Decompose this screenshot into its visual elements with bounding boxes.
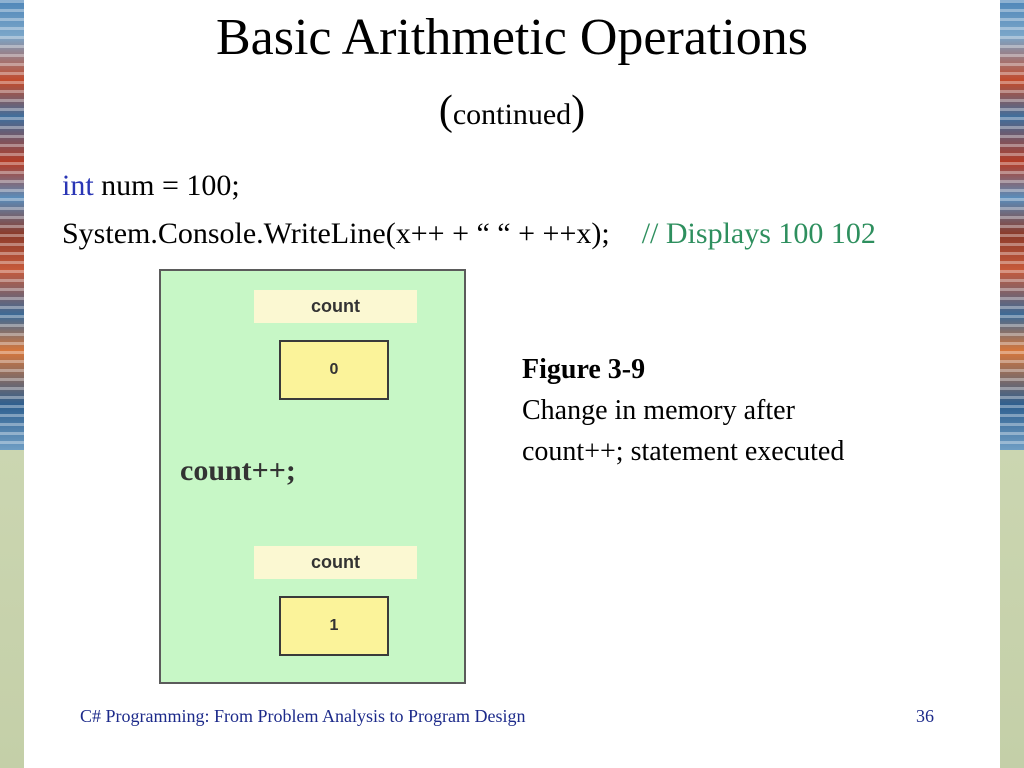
figure-number: Figure 3-9	[522, 354, 646, 385]
figure-bottom-value-box: 1	[279, 596, 389, 656]
decorative-right-strip	[1000, 0, 1024, 768]
slide-title: Basic Arithmetic Operations	[215, 9, 809, 66]
subtitle-open-paren: (	[438, 88, 453, 134]
decorative-left-strip-image	[0, 0, 24, 450]
subtitle-close-paren: )	[571, 88, 586, 134]
subtitle-text: continued	[452, 98, 572, 131]
decorative-left-strip-lower	[0, 450, 24, 768]
figure-caption: Figure 3-9 Change in memory after count+…	[522, 349, 844, 472]
code-line-1: int num = 100;	[62, 168, 240, 204]
decorative-left-strip	[0, 0, 24, 768]
figure-top-label: count	[254, 290, 417, 323]
figure-top-value-box: 0	[279, 340, 389, 400]
figure-statement: count++;	[180, 454, 296, 487]
decorative-right-strip-image	[1000, 0, 1024, 450]
decorative-right-strip-lower	[1000, 450, 1024, 768]
code-line-2-statement: System.Console.WriteLine(x++ + “ “ + ++x…	[62, 217, 610, 250]
code-keyword: int	[62, 169, 94, 202]
caption-line-2: count++; statement executed	[522, 436, 845, 467]
slide-subtitle: (continued)	[0, 86, 1024, 140]
page-number: 36	[916, 706, 934, 726]
code-line-1-rest: num = 100;	[93, 169, 240, 202]
code-line-2: System.Console.WriteLine(x++ + “ “ + ++x…	[62, 216, 876, 252]
caption-line-1: Change in memory after	[522, 395, 795, 426]
memory-figure: count 0 count++; count 1	[159, 269, 466, 684]
footer-text: C# Programming: From Problem Analysis to…	[80, 706, 526, 726]
code-comment: // Displays 100 102	[641, 217, 876, 250]
figure-bottom-label: count	[254, 546, 417, 579]
